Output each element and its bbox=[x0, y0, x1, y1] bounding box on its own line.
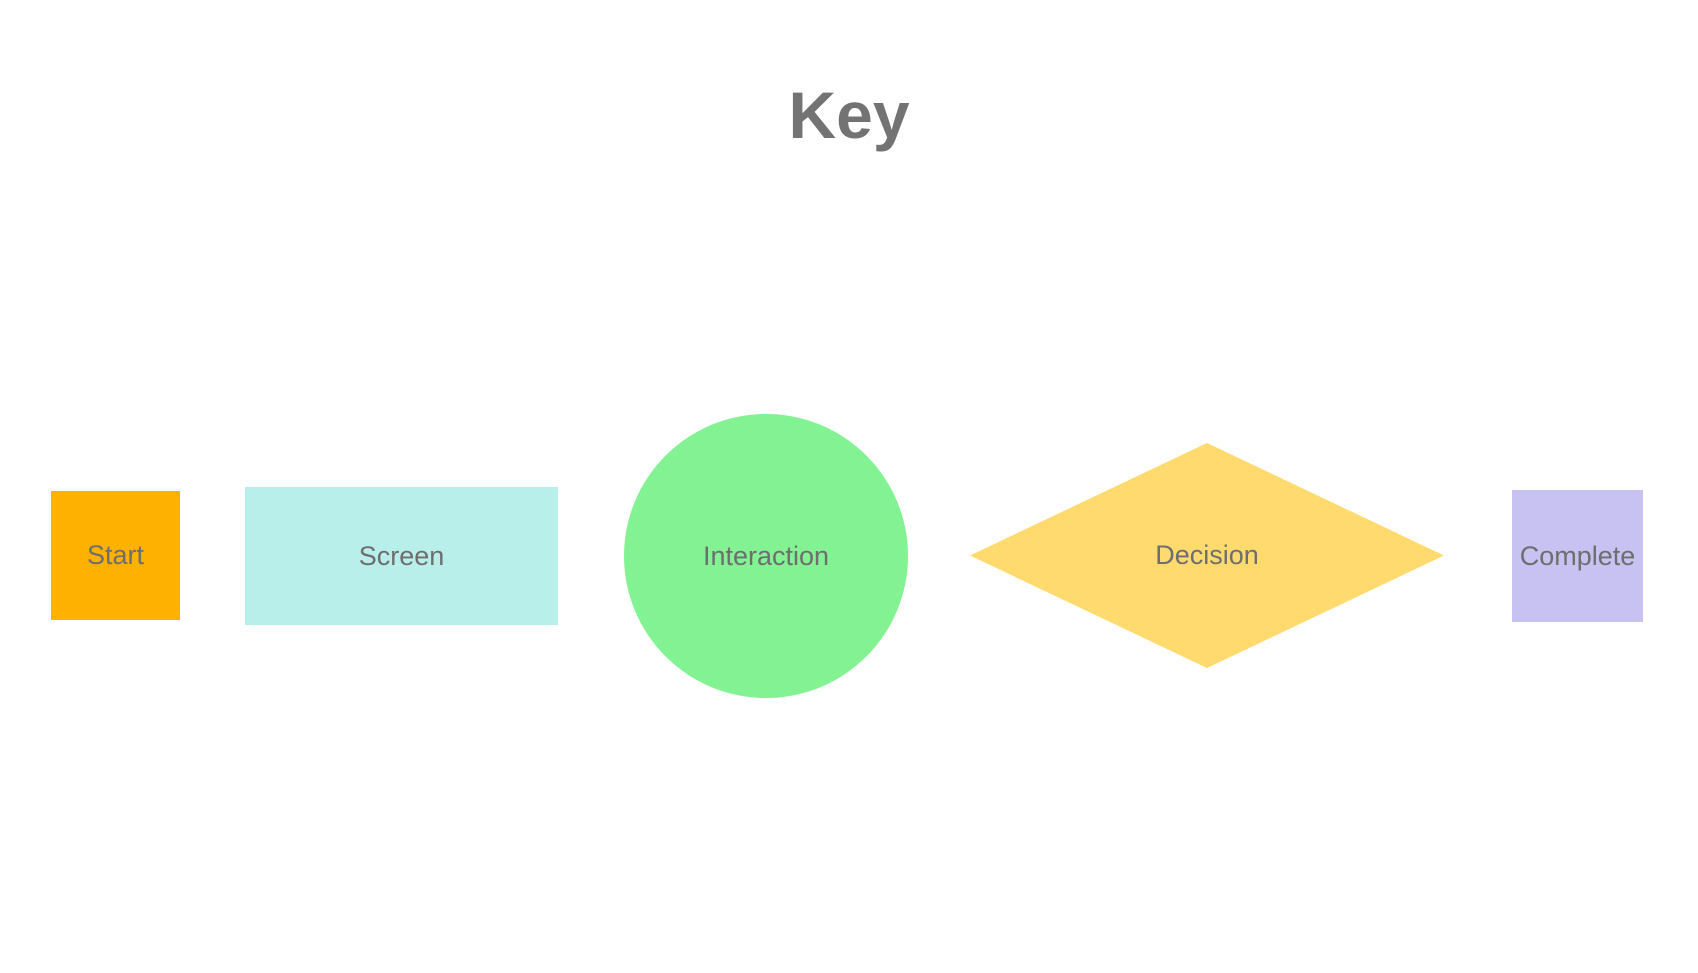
legend-item-complete-label: Complete bbox=[1519, 540, 1636, 571]
legend-item-interaction-label: Interaction bbox=[702, 540, 830, 571]
legend-item-screen[interactable]: Screen bbox=[245, 487, 558, 625]
legend-item-decision-label: Decision bbox=[1155, 540, 1259, 570]
legend-item-complete[interactable]: Complete bbox=[1512, 490, 1643, 622]
legend-item-screen-label: Screen bbox=[358, 540, 445, 571]
complete-square-shape bbox=[1512, 490, 1643, 622]
start-square-shape bbox=[51, 491, 180, 620]
screen-rectangle-shape bbox=[245, 487, 558, 625]
page-title: Key bbox=[788, 78, 910, 152]
legend-item-start[interactable]: Start bbox=[51, 491, 180, 620]
legend-item-interaction[interactable]: Interaction bbox=[624, 414, 908, 698]
interaction-circle-shape bbox=[624, 414, 908, 698]
legend-item-start-label: Start bbox=[86, 540, 145, 570]
legend-item-decision[interactable]: Decision bbox=[970, 443, 1444, 668]
